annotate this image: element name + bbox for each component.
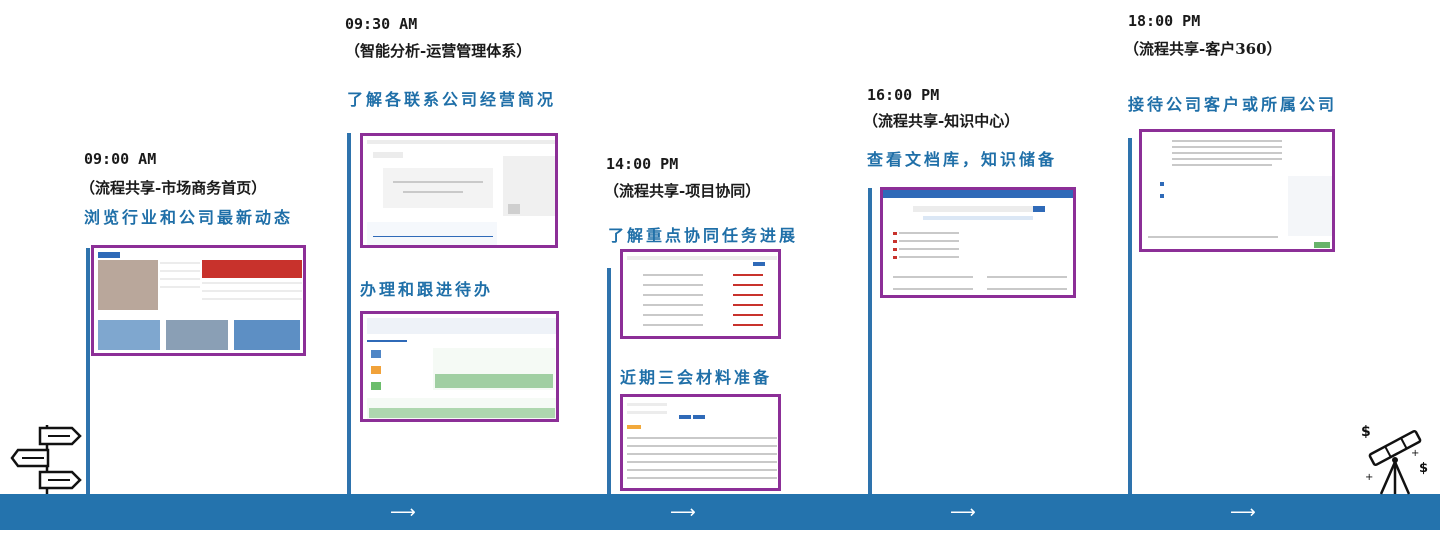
timeline-marker-5	[1128, 138, 1132, 494]
step-4-time: 16:00 PM	[867, 86, 940, 104]
timeline-arrow-1: ⟶	[390, 502, 416, 523]
timeline-marker-1	[86, 248, 90, 494]
step-5-time: 18:00 PM	[1128, 12, 1201, 30]
timeline-marker-2	[347, 133, 351, 494]
svg-text:$: $	[1419, 461, 1428, 476]
timeline-marker-4	[868, 188, 872, 494]
step-5-task-1: 接待公司客户或所属公司	[1128, 95, 1338, 114]
step-1-module: （流程共享-市场商务首页）	[80, 179, 267, 197]
step-3-module: （流程共享-项目协同）	[604, 182, 761, 200]
signpost-icon	[10, 425, 82, 494]
telescope-icon: $ $ + +	[1361, 424, 1428, 495]
step-4-screenshot-knowledge[interactable]	[880, 187, 1076, 298]
step-1-screenshot[interactable]	[91, 245, 306, 356]
svg-text:$: $	[1361, 424, 1371, 440]
step-3-screenshot-tasks[interactable]	[620, 249, 781, 339]
timeline-arrow-2: ⟶	[670, 502, 696, 523]
step-4-module: （流程共享-知识中心）	[863, 112, 1020, 130]
step-3-screenshot-meetings[interactable]	[620, 394, 781, 491]
step-2-time: 09:30 AM	[345, 15, 418, 33]
step-4-task-1: 查看文档库，知识储备	[867, 150, 1058, 169]
svg-text:+: +	[1365, 472, 1373, 483]
timeline-arrow-4: ⟶	[1230, 502, 1256, 523]
step-1-time: 09:00 AM	[84, 150, 157, 168]
step-1-task-1: 浏览行业和公司最新动态	[84, 208, 294, 227]
timeline-bar	[0, 494, 1440, 530]
step-5-screenshot-customer360[interactable]	[1139, 129, 1335, 252]
step-2-module: （智能分析-运营管理体系）	[345, 42, 532, 60]
svg-text:+: +	[1411, 448, 1419, 459]
step-5-module: （流程共享-客户360）	[1124, 40, 1282, 58]
step-2-task-2: 办理和跟进待办	[360, 280, 494, 299]
step-2-screenshot-todo[interactable]	[360, 311, 559, 422]
timeline-marker-3	[607, 268, 611, 494]
timeline-arrow-3: ⟶	[950, 502, 976, 523]
step-2-task-1: 了解各联系公司经营简况	[347, 90, 557, 109]
step-3-time: 14:00 PM	[606, 155, 679, 173]
step-3-task-2: 近期三会材料准备	[620, 368, 773, 387]
step-2-screenshot-analysis[interactable]	[360, 133, 558, 248]
step-3-task-1: 了解重点协同任务进展	[608, 226, 799, 245]
